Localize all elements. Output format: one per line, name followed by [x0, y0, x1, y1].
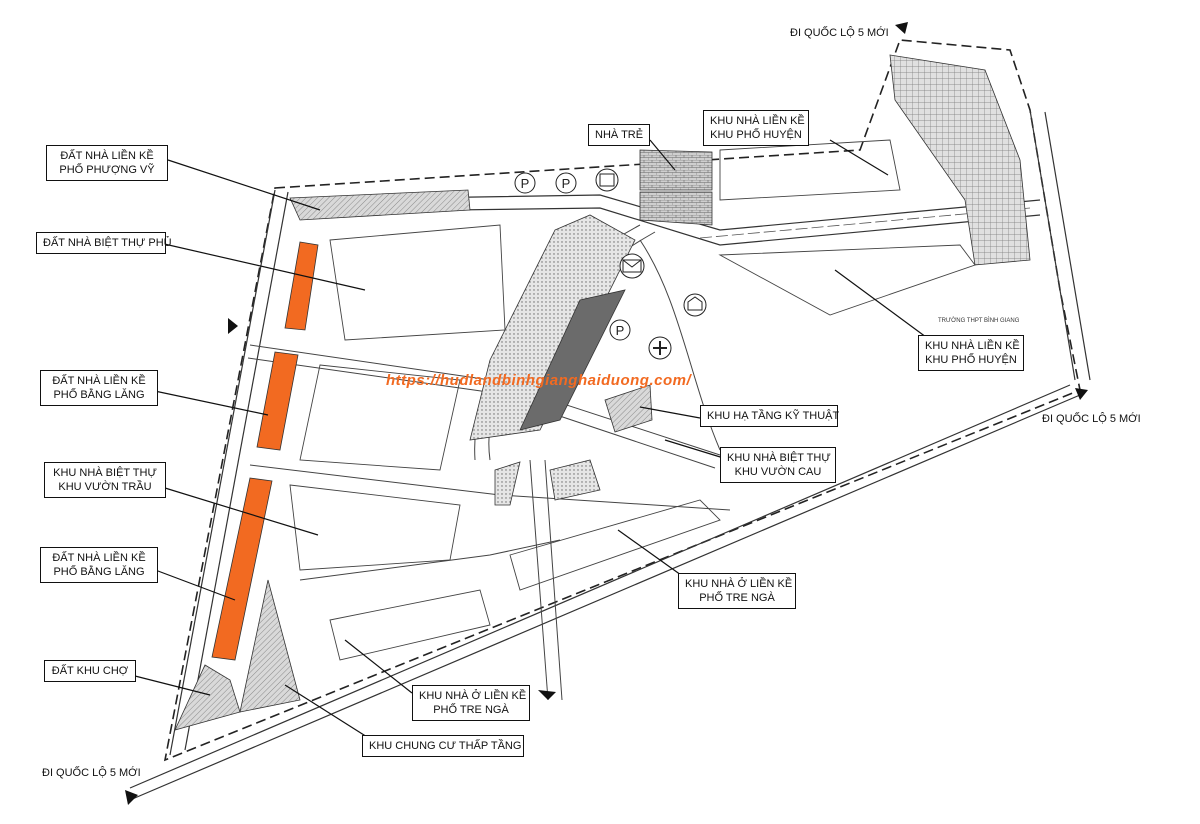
parcel-vuon-cau-dots: [549, 459, 601, 501]
direction-bottom-left: ĐI QUỐC LỘ 5 MỚI: [42, 767, 141, 779]
school-icon: [595, 168, 619, 192]
leader-lines: [134, 139, 931, 743]
parcel-chung-cu: [239, 579, 301, 713]
svg-text:P: P: [562, 176, 571, 191]
label-ha-tang: KHU HẠ TẦNG KỸ THUẬT: [700, 405, 839, 427]
parking-icon: P: [514, 172, 536, 194]
label-chung-cu: KHU CHUNG CƯ THẤP TẦNG: [362, 735, 524, 757]
direction-marker-icon: [895, 22, 908, 34]
parcel-nha-tre-2: [639, 191, 713, 226]
parcel-park: [469, 214, 636, 441]
school-name: TRƯỜNG THPT BÌNH GIANG: [938, 318, 1020, 324]
parcel-green-south: [494, 461, 521, 506]
label-nha-tre: NHÀ TRẺ: [588, 124, 650, 146]
label-biet-thu-phu: ĐẤT NHÀ BIỆT THỰ PHỦ: [36, 232, 172, 254]
direction-marker-icon: [538, 690, 556, 700]
direction-marker-icon: [1075, 388, 1088, 400]
direction-marker-icon: [228, 318, 238, 334]
health-icon: [648, 336, 672, 360]
southern-highway: [129, 394, 1081, 801]
label-khu-cho: ĐẤT KHU CHỢ: [44, 660, 136, 682]
parcel-park-dark: [519, 289, 626, 431]
parcel-pho-huyen-grid: [889, 54, 1031, 266]
direction-marker-icon: [125, 790, 138, 805]
svg-text:P: P: [616, 323, 625, 338]
admin-building-icon: [683, 293, 707, 317]
parcel-bang-lang-1: [256, 351, 299, 451]
parcel-bang-lang-2: [211, 477, 273, 661]
parcel-pho-phuong-vy: [289, 189, 471, 221]
direction-top: ĐI QUỐC LỘ 5 MỚI: [790, 27, 889, 39]
parcel-nha-tre: [639, 149, 713, 191]
direction-right: ĐI QUỐC LỘ 5 MỚI: [1042, 413, 1141, 425]
post-office-icon: [619, 253, 645, 279]
parking-icon: P: [609, 319, 631, 341]
parcel-ha-tang: [604, 384, 653, 433]
svg-text:P: P: [521, 176, 530, 191]
parking-icon: P: [555, 172, 577, 194]
parcel-biet-thu-phu: [284, 241, 319, 331]
watermark-url: https://hudlandbinhgianghaiduong.com/: [386, 372, 692, 389]
